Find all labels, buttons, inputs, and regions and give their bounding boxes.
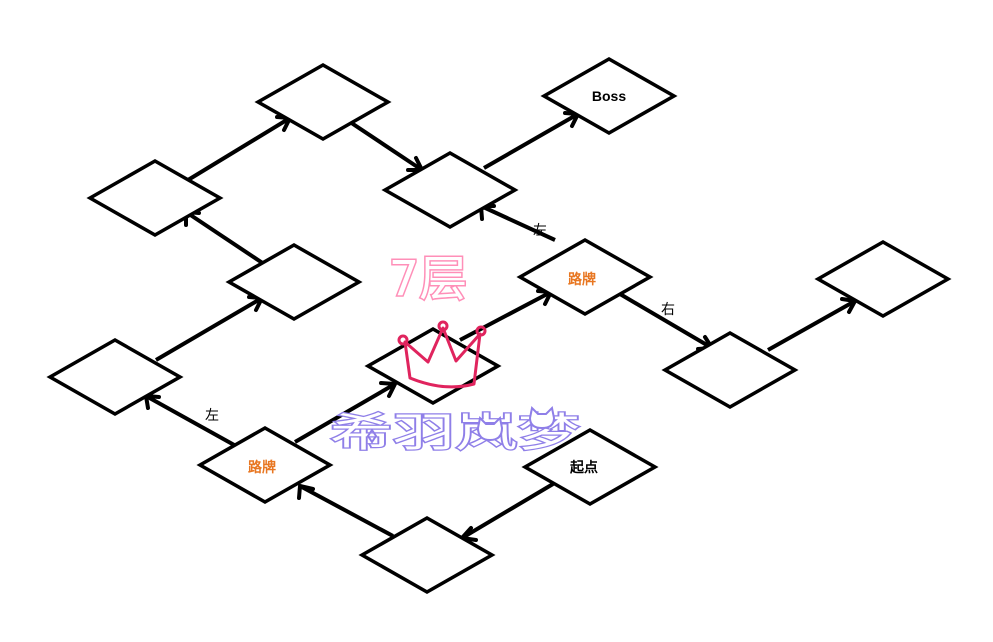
edge-sign-lower-to-left	[145, 394, 237, 448]
sparkle-icon	[366, 428, 378, 444]
edge-crown-to-sign-upper	[459, 290, 552, 342]
node-sign-lower	[196, 425, 334, 505]
arrowhead	[379, 381, 397, 398]
node-label-start: 起点	[569, 459, 598, 475]
node-start	[521, 427, 659, 507]
edge-left-to-left-mid	[154, 296, 264, 362]
node-label-sign-upper: 路牌	[568, 271, 596, 288]
node-right	[661, 330, 799, 410]
cat-face-icon	[476, 405, 556, 442]
floor-label: 7层	[389, 251, 468, 307]
node-boss	[540, 56, 678, 136]
edge-left-mid-to-upper-left	[184, 210, 266, 266]
arrowhead	[297, 484, 315, 500]
edge-label-left-upper: 左	[533, 223, 547, 239]
node-left-mid	[225, 242, 363, 322]
node-bottom	[358, 515, 496, 595]
edge-sign-upper-to-right	[618, 292, 714, 350]
node-upper-left	[86, 158, 224, 238]
edge-mid-to-boss	[483, 112, 579, 170]
node-far-right	[814, 239, 952, 319]
edge-top-to-mid	[348, 120, 424, 172]
node-sign-upper	[516, 237, 654, 317]
node-label-sign-lower: 路牌	[248, 459, 276, 476]
edge-label-left-lower: 左	[205, 408, 219, 424]
nodes	[46, 56, 952, 595]
edge-right-to-far-right	[767, 299, 856, 352]
edge-bottom-to-sign-lower	[299, 484, 394, 538]
edge-upper-left-to-top	[186, 116, 292, 182]
edge-sign-lower-to-crown	[293, 382, 397, 444]
node-top	[254, 62, 392, 142]
node-mid	[381, 150, 519, 230]
node-label-boss: Boss	[592, 88, 626, 104]
node-left	[46, 337, 184, 417]
edge-label-right-upper: 右	[661, 302, 675, 318]
edge-start-to-bottom	[460, 482, 555, 540]
edge-sign-upper-to-mid	[480, 204, 556, 242]
crown-icon	[397, 320, 487, 389]
